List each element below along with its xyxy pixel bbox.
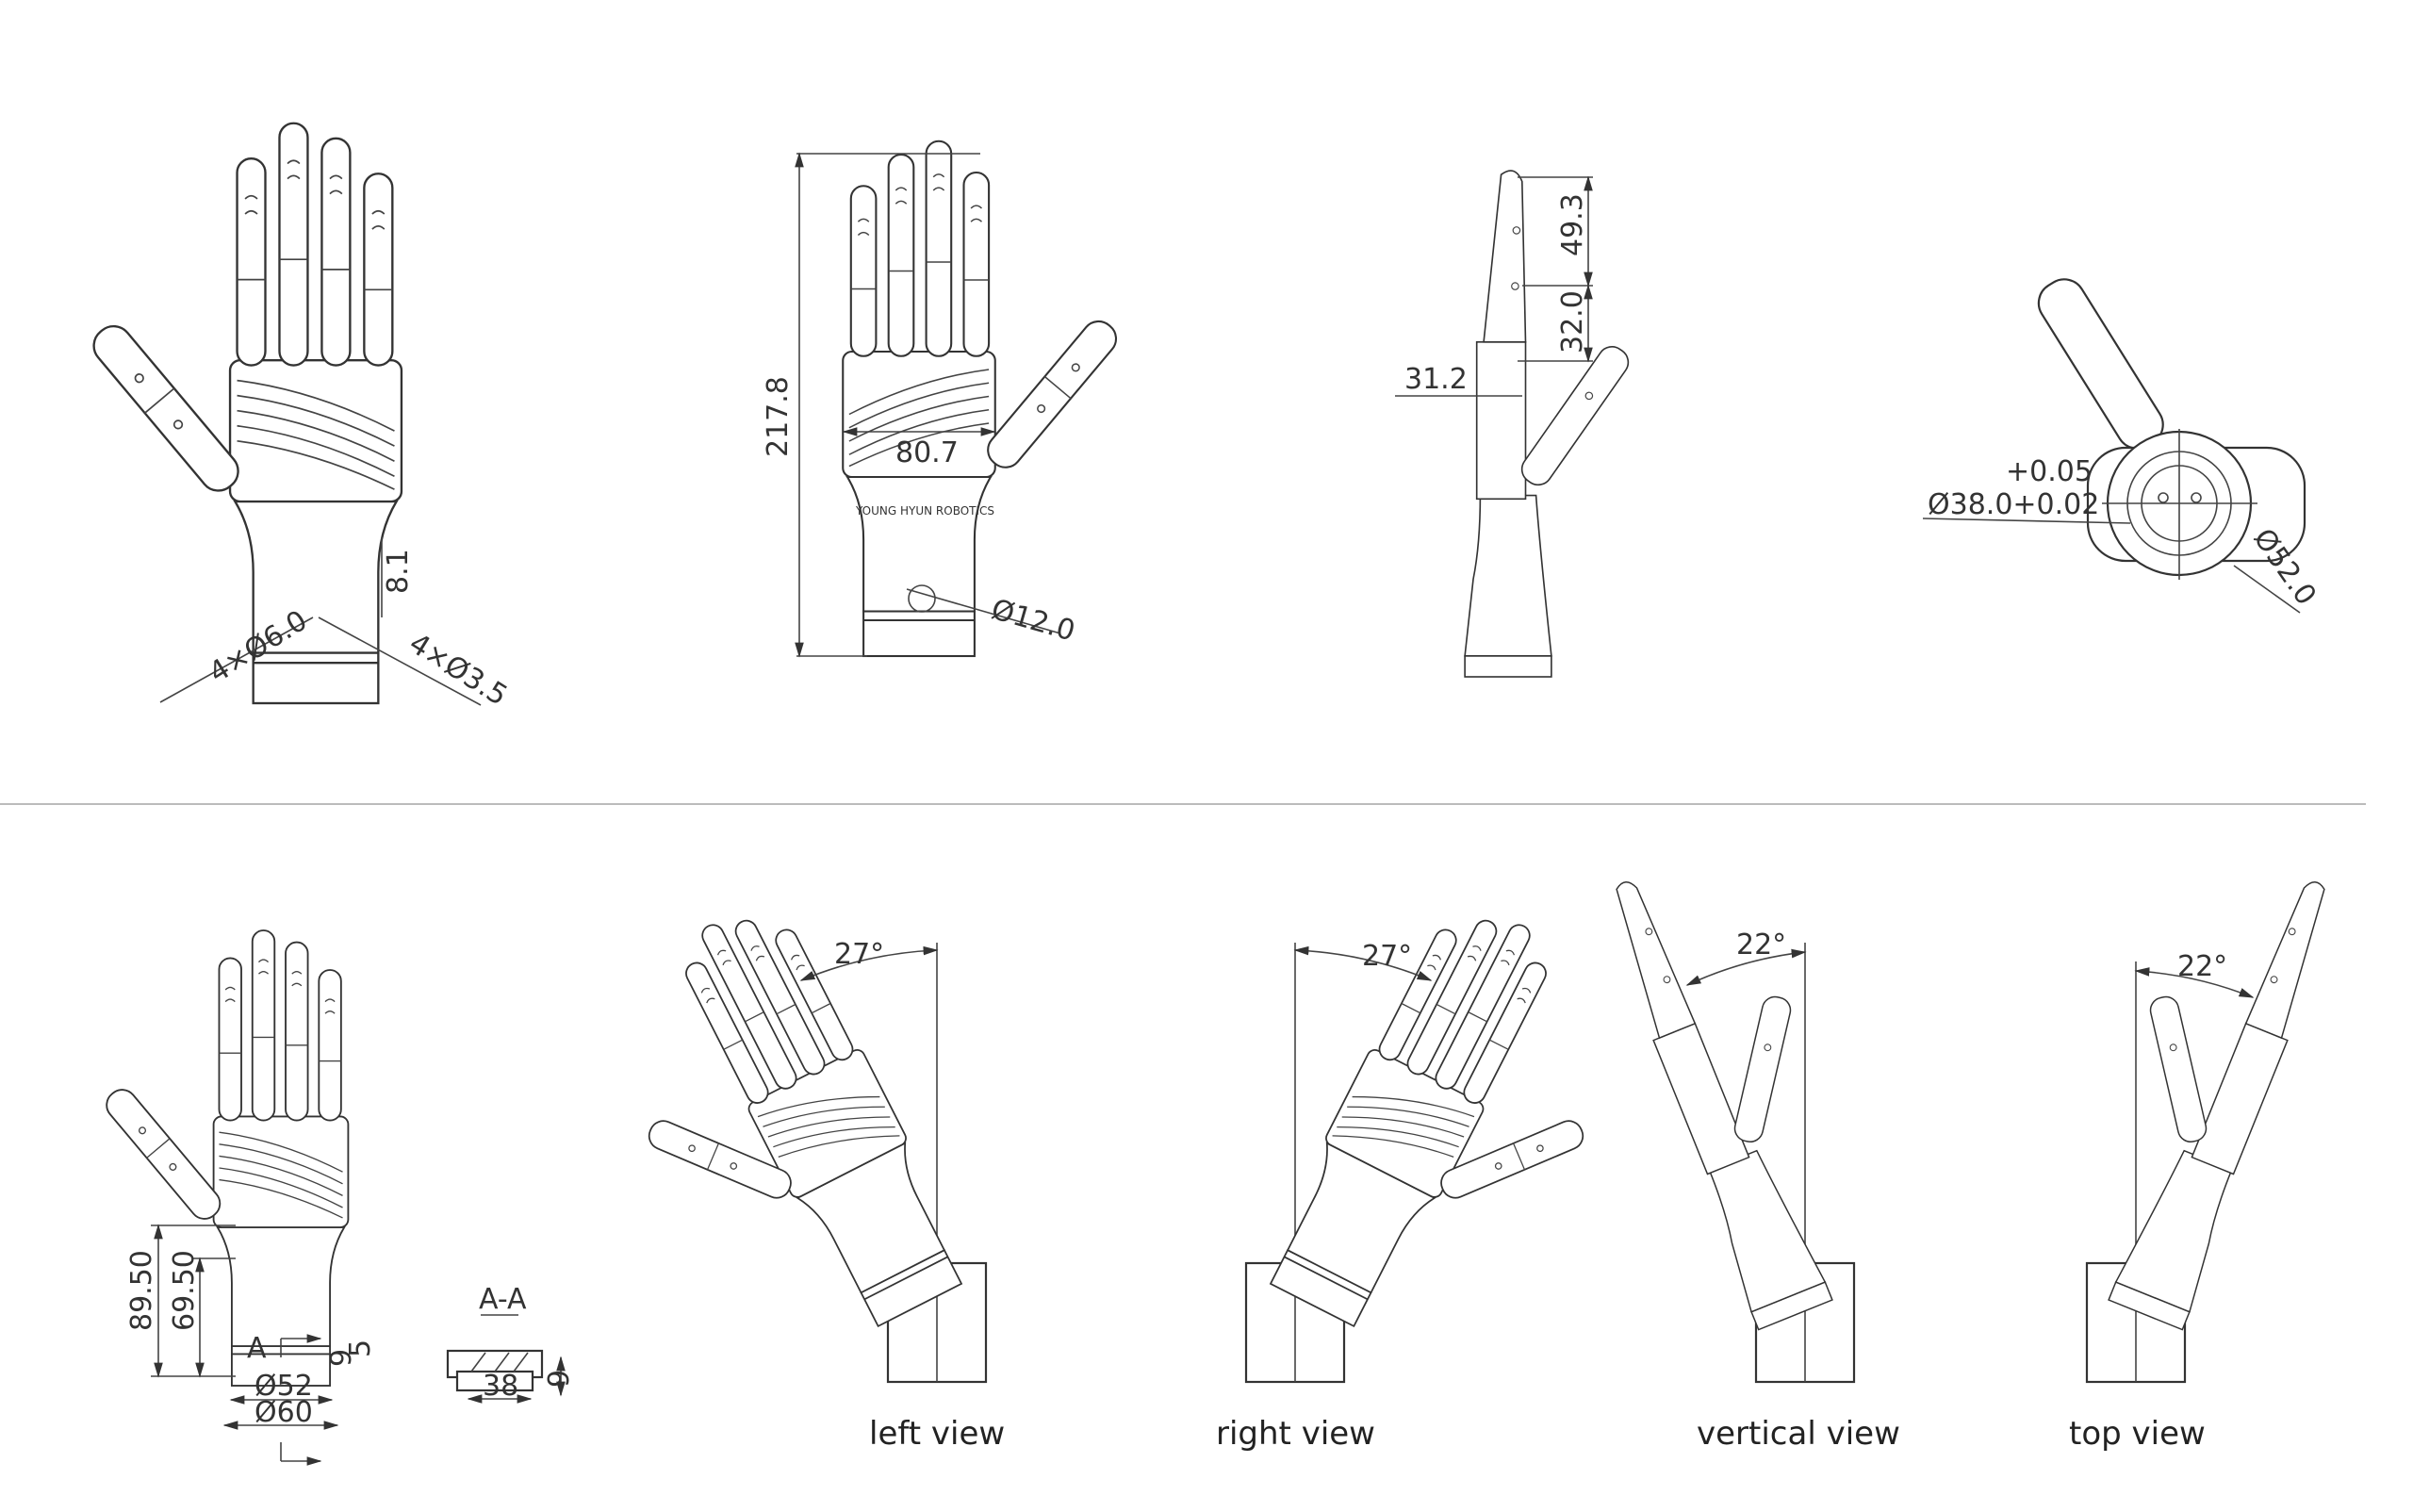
hand-top-tilt-drawing	[2037, 839, 2357, 1331]
left-view: 27° left view	[569, 888, 1005, 1453]
hand-back-drawing	[842, 140, 1124, 658]
side-view: 49.3 32.0 31.2	[1395, 170, 1634, 678]
tilt-angle-vertical: 22°	[1736, 929, 1786, 961]
view-label-right: right view	[1216, 1415, 1375, 1453]
hand-vertical-tilt-drawing	[1584, 839, 1904, 1331]
dim-hole-12: Ø12.0	[988, 593, 1079, 649]
hand-palm-drawing	[85, 122, 403, 705]
dim-thickness: 31.2	[1404, 363, 1468, 396]
dim-base-69-50: 69.50	[168, 1250, 201, 1331]
tilt-angle-right: 27°	[1362, 940, 1412, 973]
section-height-9: 9	[543, 1370, 576, 1388]
dim-total-height: 217.8	[762, 376, 795, 457]
dim-palm-width: 80.7	[895, 436, 959, 469]
bottom-view: +0.05 Ø38.0+0.02 Ø52.0	[1922, 278, 2323, 614]
vertical-view: 22° vertical view	[1584, 839, 1904, 1453]
right-view: 27° right view	[1216, 888, 1663, 1453]
dim-bore-diameter: Ø38.0+0.02	[1928, 488, 2099, 521]
tilt-angle-left: 27°	[834, 938, 884, 971]
dim-diameter-60: Ø60	[254, 1396, 313, 1429]
tilt-angle-top: 22°	[2177, 950, 2227, 983]
view-label-top: top view	[2069, 1415, 2206, 1453]
view-label-left: left view	[869, 1415, 1005, 1453]
brand-label: YOUNG HYUN ROBOTICS	[855, 504, 994, 518]
section-width-38: 38	[483, 1370, 518, 1403]
back-view: 217.8 80.7 YOUNG HYUN ROBOTICS Ø12.0	[762, 140, 1124, 658]
view-label-vertical: vertical view	[1697, 1415, 1900, 1453]
tolerance-upper: +0.05	[2006, 455, 2093, 488]
dim-total-89-50: 89.50	[125, 1250, 158, 1331]
section-title: A-A	[479, 1283, 527, 1316]
hand-side-drawing	[1464, 170, 1634, 678]
dim-hole-3-5: 4×Ø3.5	[403, 627, 514, 713]
section-mark-a: A	[247, 1332, 267, 1365]
dim-tip-length: 49.3	[1556, 193, 1589, 256]
dim-diameter-52: Ø52	[254, 1370, 313, 1403]
dim-5: 5	[344, 1339, 377, 1357]
palm-view: 4×Ø6.0 4×Ø3.5 8.1	[85, 122, 514, 713]
dim-mid-length: 32.0	[1556, 290, 1589, 353]
section-a-a: A-A 38 9	[446, 1283, 576, 1404]
dim-9: 9	[325, 1349, 358, 1367]
base-dimension-view: 89.50 69.50 A 9 5 Ø52 Ø60	[100, 929, 377, 1466]
top-view: 22° top view	[2037, 839, 2357, 1453]
dim-height-8-1: 8.1	[382, 549, 415, 594]
